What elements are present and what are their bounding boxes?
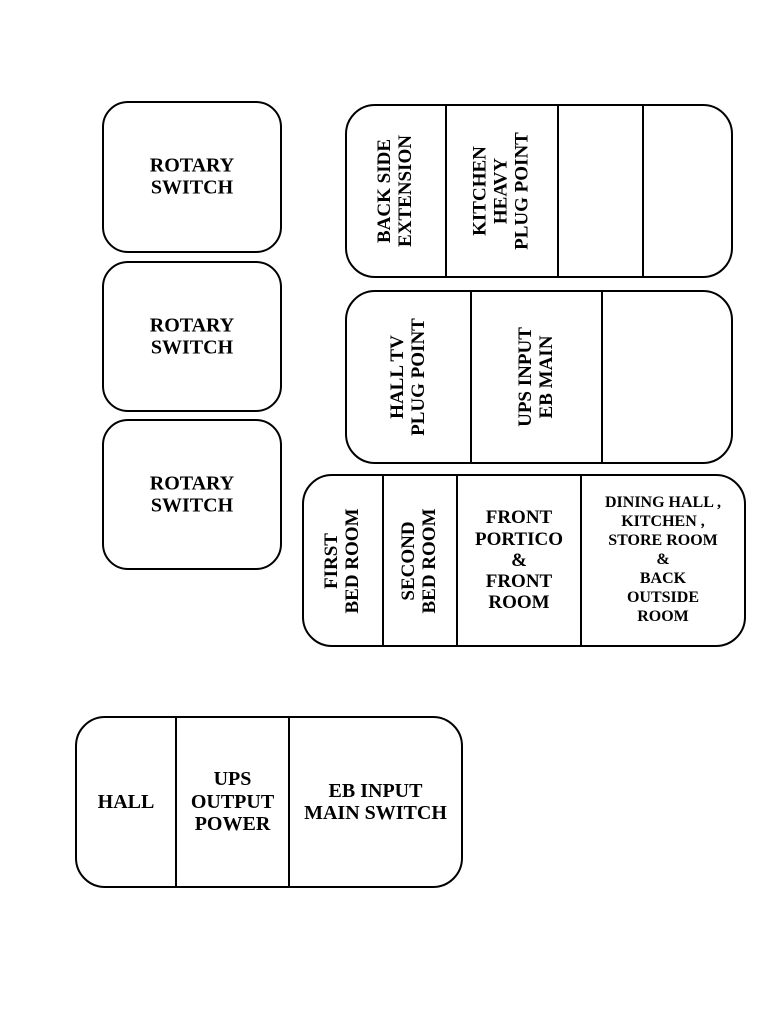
panel-4-label-eb-input-main-switch: EB INPUT MAIN SWITCH — [304, 779, 447, 824]
panel-3-cell-dining-hall-kitchen-store-room: DINING HALL , KITCHEN , STORE ROOM & BAC… — [582, 476, 744, 645]
panel-4-cell-hall: HALL — [77, 718, 177, 886]
panel-1-label-kitchen-heavy-plug-point: KITCHEN HEAVY PLUG POINT — [469, 132, 533, 250]
rotary-switch-2: ROTARY SWITCH — [102, 261, 282, 412]
panel-4-cell-ups-output-power: UPS OUTPUT POWER — [177, 718, 290, 886]
panel-1-cell-empty-1 — [559, 106, 644, 276]
panel-2-cell-hall-tv-plug-point: HALL TV PLUG POINT — [347, 292, 472, 462]
panel-3-label-first-bed-room: FIRST BED ROOM — [321, 507, 363, 614]
panel-1-label-back-side-extension: BACK SIDE EXTENSION — [374, 135, 416, 247]
breaker-panel-3: FIRST BED ROOM SECOND BED ROOM FRONT POR… — [302, 474, 746, 647]
panel-4-label-hall: HALL — [97, 790, 155, 813]
panel-3-label-second-bed-room: SECOND BED ROOM — [398, 507, 440, 614]
panel-2-label-hall-tv-plug-point: HALL TV PLUG POINT — [386, 318, 429, 436]
panel-3-cell-first-bed-room: FIRST BED ROOM — [304, 476, 384, 645]
main-switch-panel: HALL UPS OUTPUT POWER EB INPUT MAIN SWIT… — [75, 716, 463, 888]
rotary-switch-3: ROTARY SWITCH — [102, 419, 282, 570]
panel-2-label-ups-input-eb-main: UPS INPUT EB MAIN — [514, 327, 557, 427]
panel-2-cell-empty — [603, 292, 731, 462]
panel-1-cell-kitchen-heavy-plug-point: KITCHEN HEAVY PLUG POINT — [447, 106, 559, 276]
rotary-switch-1: ROTARY SWITCH — [102, 101, 282, 253]
panel-1-cell-back-side-extension: BACK SIDE EXTENSION — [347, 106, 447, 276]
rotary-switch-1-label: ROTARY SWITCH — [149, 154, 235, 199]
panel-3-label-dining-hall-kitchen-store-room: DINING HALL , KITCHEN , STORE ROOM & BAC… — [604, 494, 722, 625]
rotary-switch-3-label: ROTARY SWITCH — [149, 472, 235, 517]
panel-3-cell-front-portico-front-room: FRONT PORTICO & FRONT ROOM — [458, 476, 582, 645]
panel-3-label-front-portico-front-room: FRONT PORTICO & FRONT ROOM — [474, 507, 563, 614]
panel-4-cell-eb-input-main-switch: EB INPUT MAIN SWITCH — [290, 718, 461, 886]
breaker-panel-1: BACK SIDE EXTENSION KITCHEN HEAVY PLUG P… — [345, 104, 733, 278]
panel-2-cell-ups-input-eb-main: UPS INPUT EB MAIN — [472, 292, 603, 462]
panel-3-cell-second-bed-room: SECOND BED ROOM — [384, 476, 458, 645]
rotary-switch-2-label: ROTARY SWITCH — [149, 314, 235, 359]
panel-4-label-ups-output-power: UPS OUTPUT POWER — [190, 768, 275, 836]
breaker-panel-2: HALL TV PLUG POINT UPS INPUT EB MAIN — [345, 290, 733, 464]
panel-1-cell-empty-2 — [644, 106, 731, 276]
